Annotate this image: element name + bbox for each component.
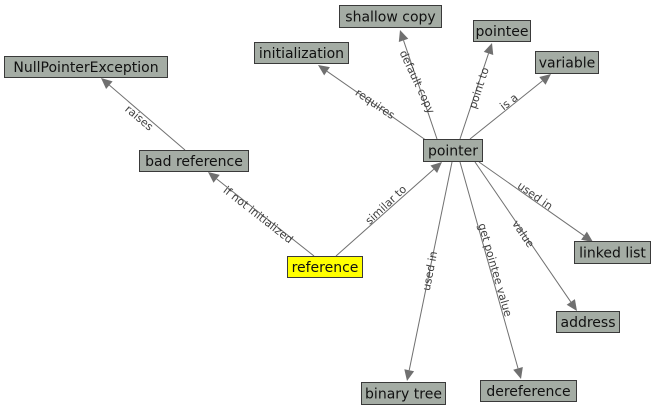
edge-line [459,161,519,369]
node-dereference[interactable]: dereference [480,380,577,402]
edge-pointer-to-address [474,161,577,311]
edge-label: point to [466,65,492,110]
edge-line [403,40,438,140]
arrowhead [581,231,593,242]
arrowhead [208,172,220,183]
arrowhead [404,369,415,381]
edge-label: used in [515,179,555,213]
node-box [287,256,363,278]
arrowhead [539,74,551,85]
node-box [423,139,483,162]
node-box [535,51,599,74]
node-label: linked list [579,246,646,262]
node-binary-tree[interactable]: binary tree [361,382,446,405]
edge-line [474,161,572,303]
edge-line [408,161,453,371]
edge-label: similar to [363,183,410,228]
edge-label: get pointee value [475,222,514,319]
arrowhead [430,162,442,174]
node-box [254,42,349,64]
node-linked-list[interactable]: linked list [574,241,651,264]
node-pointee[interactable]: pointee [473,20,531,42]
edges-layer [101,30,593,381]
node-variable[interactable]: variable [535,51,599,74]
edge-label: raises [122,103,155,134]
arrowhead [513,367,523,379]
edge-label: if not initialized [221,184,296,246]
edge-label: requires [353,86,398,122]
edge-line [469,80,543,140]
edge-label: is a [497,91,520,113]
node-label: initialization [259,46,344,62]
node-null-pointer-exception[interactable]: NullPointerException [4,56,168,78]
node-label: pointee [476,24,529,40]
node-label: shallow copy [345,10,435,26]
node-pointer[interactable]: pointer [423,139,483,162]
arrowhead [566,299,577,311]
node-label: reference [292,260,359,276]
edge-line [326,70,431,144]
edge-pointer-to-dereference [459,161,523,379]
node-label: binary tree [365,387,442,403]
arrowhead [483,43,494,56]
node-box [4,56,168,78]
node-label: variable [539,56,595,72]
arrowhead [398,30,409,43]
node-reference[interactable]: reference [287,256,363,278]
edge-line [335,168,435,257]
node-address[interactable]: address [556,311,620,333]
node-box [339,5,442,28]
edge-line [109,84,186,151]
edge-line [459,53,489,140]
edge-line [478,161,585,237]
node-label: bad reference [145,154,243,170]
edge-pointer-to-shallow-copy [398,30,438,140]
edge-pointer-to-binary-tree [404,161,453,381]
edge-pointer-to-variable [469,74,551,140]
node-box [556,311,620,333]
edge-label: default copy [397,48,438,116]
arrowhead [101,78,113,89]
edge-label: value [509,218,537,250]
edge-bad-reference-to-null-pointer-exception [101,78,186,151]
node-box [480,380,577,402]
node-label: dereference [486,384,570,400]
node-label: pointer [428,144,478,160]
edge-pointer-to-pointee [459,43,494,140]
edge-pointer-to-initialization [318,65,431,144]
edge-line [216,178,315,257]
node-bad-reference[interactable]: bad reference [139,150,249,172]
node-label: address [560,315,615,331]
nodes-layer: pointer shallow copy pointee initialization… [4,5,651,405]
edge-pointer-to-linked-list [478,161,593,242]
arrowhead [318,65,330,76]
node-box [139,150,249,172]
edge-label: used in [420,250,440,292]
node-label: NullPointerException [13,60,158,76]
edge-reference-to-bad-reference [208,172,315,257]
node-initialization[interactable]: initialization [254,42,349,64]
edge-reference-to-pointer [335,162,442,257]
node-box [473,20,531,42]
node-shallow-copy[interactable]: shallow copy [339,5,442,28]
